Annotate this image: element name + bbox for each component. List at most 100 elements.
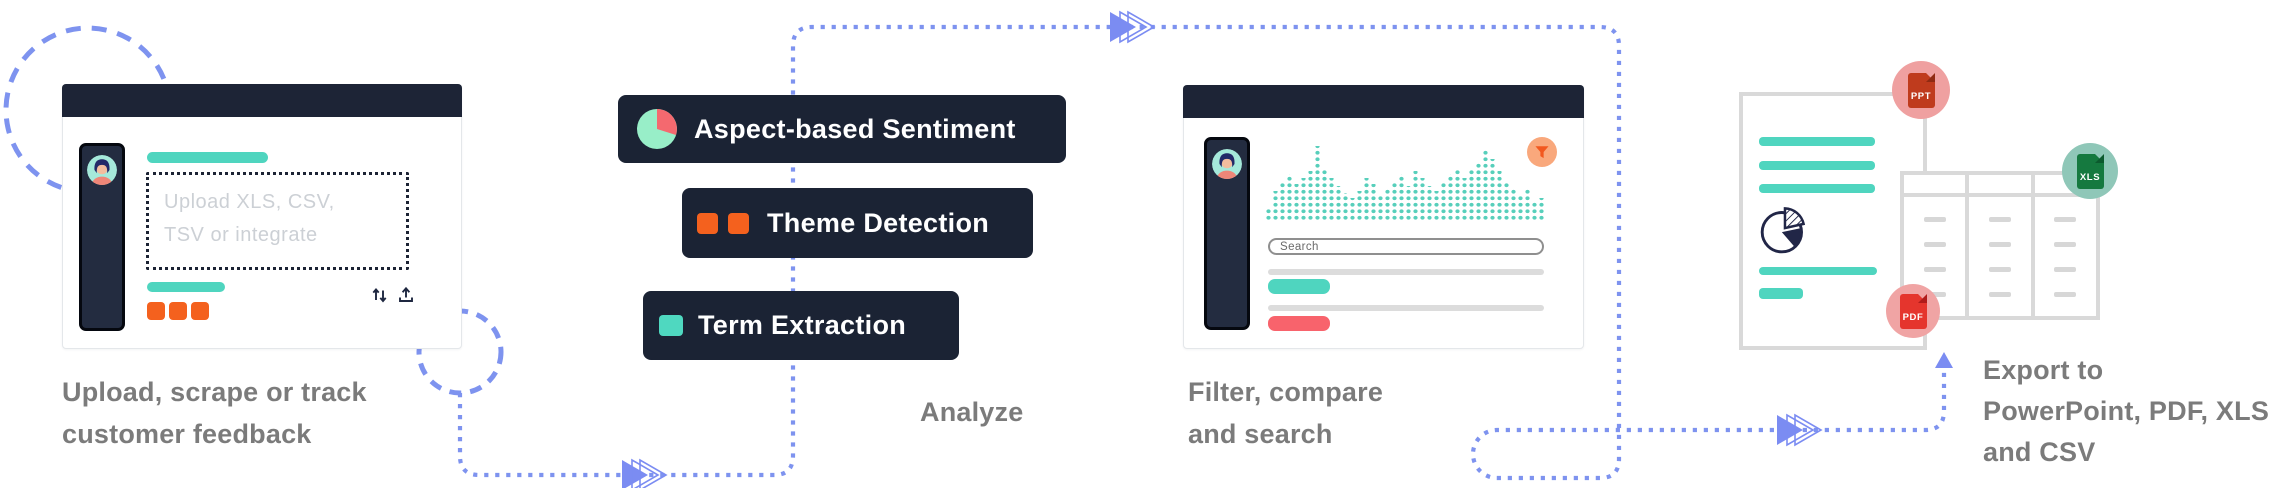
histogram-column — [1357, 191, 1362, 221]
badge-aspect-based-sentiment: Aspect-based Sentiment — [618, 95, 1066, 163]
upload-icon[interactable] — [397, 286, 415, 304]
histogram-column — [1273, 191, 1278, 221]
explore-window-header — [1183, 85, 1584, 118]
feedback-histogram — [1266, 144, 1546, 221]
user-avatar — [87, 155, 117, 328]
result-bar — [1268, 305, 1544, 311]
histogram-column — [1266, 208, 1271, 221]
theme-chip — [169, 302, 187, 320]
step1-caption-line1: Upload, scrape or track — [62, 377, 367, 407]
histogram-column — [1308, 171, 1313, 221]
step4-caption-line2: PowerPoint, PDF, XLS — [1983, 396, 2270, 426]
histogram-column — [1336, 186, 1341, 221]
table-cell-dash — [1988, 242, 2011, 247]
pdf-export-badge[interactable]: PDF — [1886, 284, 1940, 338]
badge-label: Aspect-based Sentiment — [694, 113, 1016, 144]
dotted-flow-path — [457, 24, 1947, 481]
table-cell-dash — [2054, 242, 2077, 247]
histogram-column — [1441, 181, 1446, 221]
badge-theme-detection: Theme Detection — [682, 188, 1033, 258]
arrowhead-step1-to-step2 — [622, 458, 668, 488]
xls-file-label: XLS — [2079, 172, 2101, 183]
histogram-column — [1462, 178, 1467, 221]
table-cell-dash — [1988, 292, 2011, 297]
filter-button[interactable] — [1527, 137, 1557, 167]
histogram-column — [1420, 178, 1425, 221]
step4-caption-line3: and CSV — [1983, 437, 2096, 467]
histogram-column — [1469, 168, 1474, 221]
sort-arrows-icon[interactable] — [371, 286, 389, 304]
histogram-column — [1406, 186, 1411, 221]
ppt-file-icon: PPT — [1907, 72, 1935, 108]
histogram-column — [1371, 184, 1376, 221]
theme-chip — [191, 302, 209, 320]
histogram-column — [1504, 181, 1509, 221]
search-input[interactable]: Search — [1268, 238, 1544, 255]
histogram-column — [1413, 171, 1418, 221]
table-cell-dash — [1988, 217, 2011, 222]
xls-export-badge[interactable]: XLS — [2062, 143, 2118, 199]
histogram-column — [1483, 149, 1488, 221]
table-cell-dash — [1988, 267, 2011, 272]
histogram-column — [1476, 163, 1481, 221]
step2-caption: Analyze — [920, 397, 1024, 427]
arrowhead-step3-to-step4 — [1777, 413, 1823, 447]
ppt-export-badge[interactable]: PPT — [1892, 61, 1950, 119]
histogram-column — [1518, 194, 1523, 221]
histogram-column — [1511, 188, 1516, 221]
table-header-cell — [2034, 175, 2096, 197]
xls-file-icon: XLS — [2076, 153, 2104, 189]
step1-caption: Upload, scrape or track customer feedbac… — [62, 371, 367, 455]
user-avatar — [1212, 149, 1242, 327]
histogram-column — [1490, 159, 1495, 221]
report-pie-chart — [1757, 198, 1815, 256]
dropzone-placeholder-line2: TSV or integrate — [164, 224, 318, 246]
table-cell-dash — [1923, 242, 1946, 247]
sentiment-pie-icon — [637, 109, 677, 149]
table-header-cell — [1904, 175, 1966, 197]
histogram-column — [1525, 189, 1530, 221]
funnel-icon — [1533, 143, 1551, 161]
report-text-bar — [1759, 288, 1803, 299]
table-column — [1965, 175, 2031, 316]
badge-label: Term Extraction — [698, 310, 907, 340]
histogram-column — [1294, 184, 1299, 221]
histogram-column — [1497, 171, 1502, 221]
negative-chip — [1268, 316, 1330, 331]
histogram-column — [1315, 146, 1320, 221]
histogram-column — [1385, 189, 1390, 221]
step3-caption-line2: and search — [1188, 419, 1333, 449]
histogram-column — [1301, 178, 1306, 221]
step3-caption-line1: Filter, compare — [1188, 377, 1384, 407]
histogram-column — [1350, 198, 1355, 221]
theme-square-icon — [728, 212, 749, 234]
report-text-bar — [1759, 184, 1875, 193]
step1-caption-line2: customer feedback — [62, 419, 312, 449]
step4-caption: Export to PowerPoint, PDF, XLS and CSV — [1983, 350, 2269, 473]
histogram-column — [1399, 174, 1404, 221]
table-column — [2030, 175, 2096, 316]
search-placeholder: Search — [1280, 240, 1319, 253]
explore-window-sidebar — [1204, 137, 1250, 330]
histogram-column — [1322, 168, 1327, 221]
step4-caption-line1: Export to — [1983, 355, 2104, 385]
term-square-icon — [659, 315, 683, 336]
report-text-bar — [1759, 267, 1877, 275]
upload-dropzone[interactable]: Upload XLS, CSV, TSV or integrate — [146, 172, 409, 270]
histogram-column — [1343, 193, 1348, 221]
badge-term-extraction: Term Extraction — [643, 291, 959, 360]
dropzone-placeholder-line1: Upload XLS, CSV, — [164, 191, 335, 213]
theme-square-icon — [697, 212, 718, 234]
content-placeholder-bar — [147, 152, 268, 163]
table-cell-dash — [2054, 217, 2077, 222]
table-header-cell — [1969, 175, 2031, 197]
step3-caption: Filter, compare and search — [1188, 371, 1383, 455]
upload-window: Upload XLS, CSV, TSV or integrate — [62, 84, 462, 349]
pdf-file-icon: PDF — [1899, 293, 1927, 329]
histogram-column — [1427, 186, 1432, 221]
table-cell-dash — [2054, 267, 2077, 272]
content-placeholder-bar — [147, 282, 225, 292]
histogram-column — [1539, 198, 1544, 221]
report-text-bar — [1759, 137, 1875, 146]
